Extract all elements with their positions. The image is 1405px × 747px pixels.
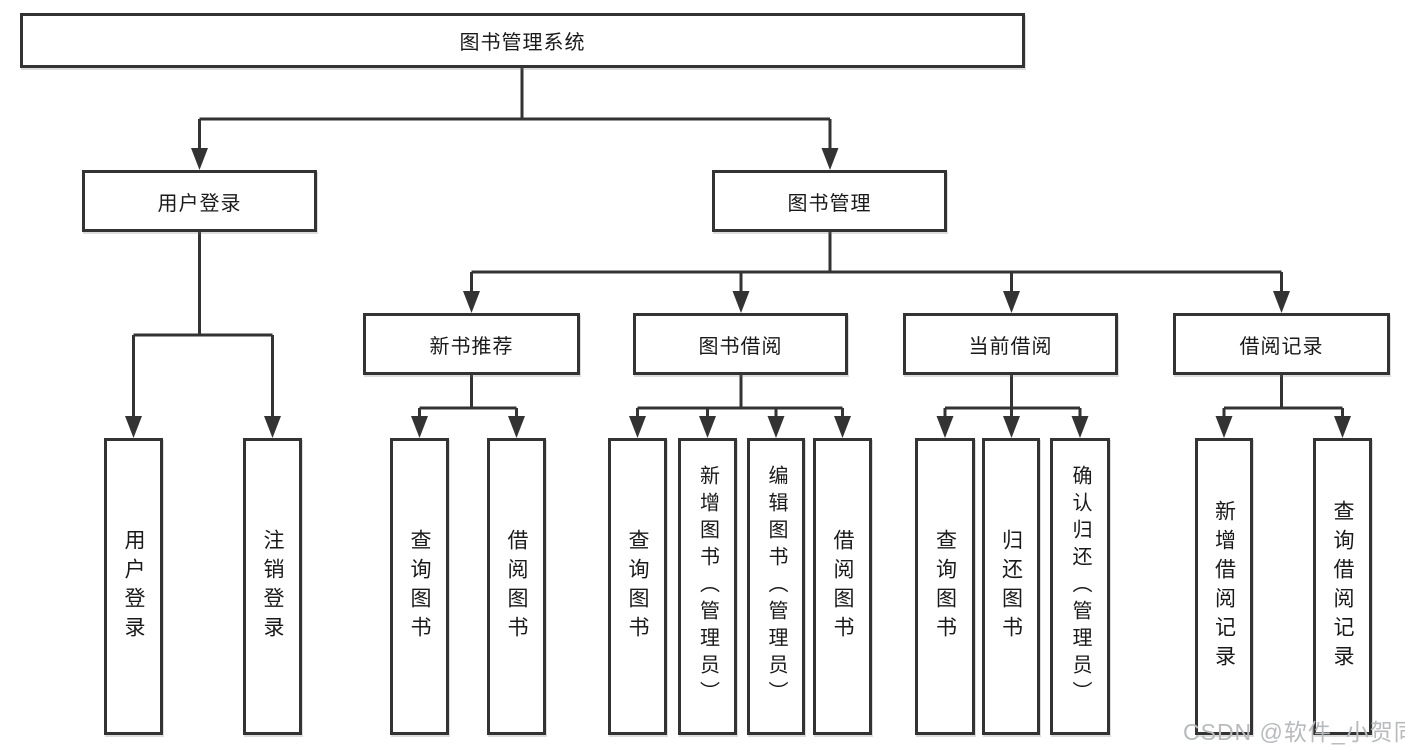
leaf-query-books-current: 查询图书 [915, 438, 975, 735]
leaf-query-books-recommend: 查询图书 [390, 438, 449, 735]
leaf-add-borrow-record: 新增借阅记录 [1195, 438, 1253, 735]
leaf-borrow-books: 借阅图书 [813, 438, 872, 735]
leaf-logout: 注销登录 [243, 438, 302, 735]
leaf-query-borrow-record: 查询借阅记录 [1313, 438, 1372, 735]
node-new-book-recommendation: 新书推荐 [363, 313, 580, 375]
node-borrowing-records: 借阅记录 [1173, 313, 1390, 375]
leaf-confirm-return-admin: 确认归还（管理员） [1050, 438, 1110, 735]
leaf-user-login: 用户登录 [104, 438, 163, 735]
connector-root-to-level2 [198, 68, 832, 150]
connector-book-management-to-level3 [470, 232, 1283, 293]
node-book-management: 图书管理 [712, 170, 947, 232]
connector-user-login-to-leaves [132, 232, 274, 418]
connector-current-borrow-to-leaves [943, 375, 1082, 418]
node-current-borrowing: 当前借阅 [903, 313, 1118, 375]
leaf-edit-books-admin: 编辑图书（管理员） [747, 438, 805, 735]
connector-book-borrow-to-leaves [636, 375, 844, 418]
csdn-watermark: CSDN @软件_小贺同学 [1183, 719, 1405, 745]
node-user-login: 用户登录 [82, 170, 317, 232]
leaf-query-books-borrow: 查询图书 [608, 438, 667, 735]
connector-borrow-records-to-leaves [1222, 375, 1344, 418]
root-node-book-management-system: 图书管理系统 [20, 13, 1025, 68]
connector-new-book-to-leaves [418, 375, 518, 418]
leaf-return-books: 归还图书 [982, 438, 1040, 735]
leaf-borrow-books-recommend: 借阅图书 [487, 438, 546, 735]
arrowheads [125, 148, 1351, 438]
node-book-borrowing: 图书借阅 [633, 313, 848, 375]
leaf-add-books-admin: 新增图书（管理员） [678, 438, 737, 735]
